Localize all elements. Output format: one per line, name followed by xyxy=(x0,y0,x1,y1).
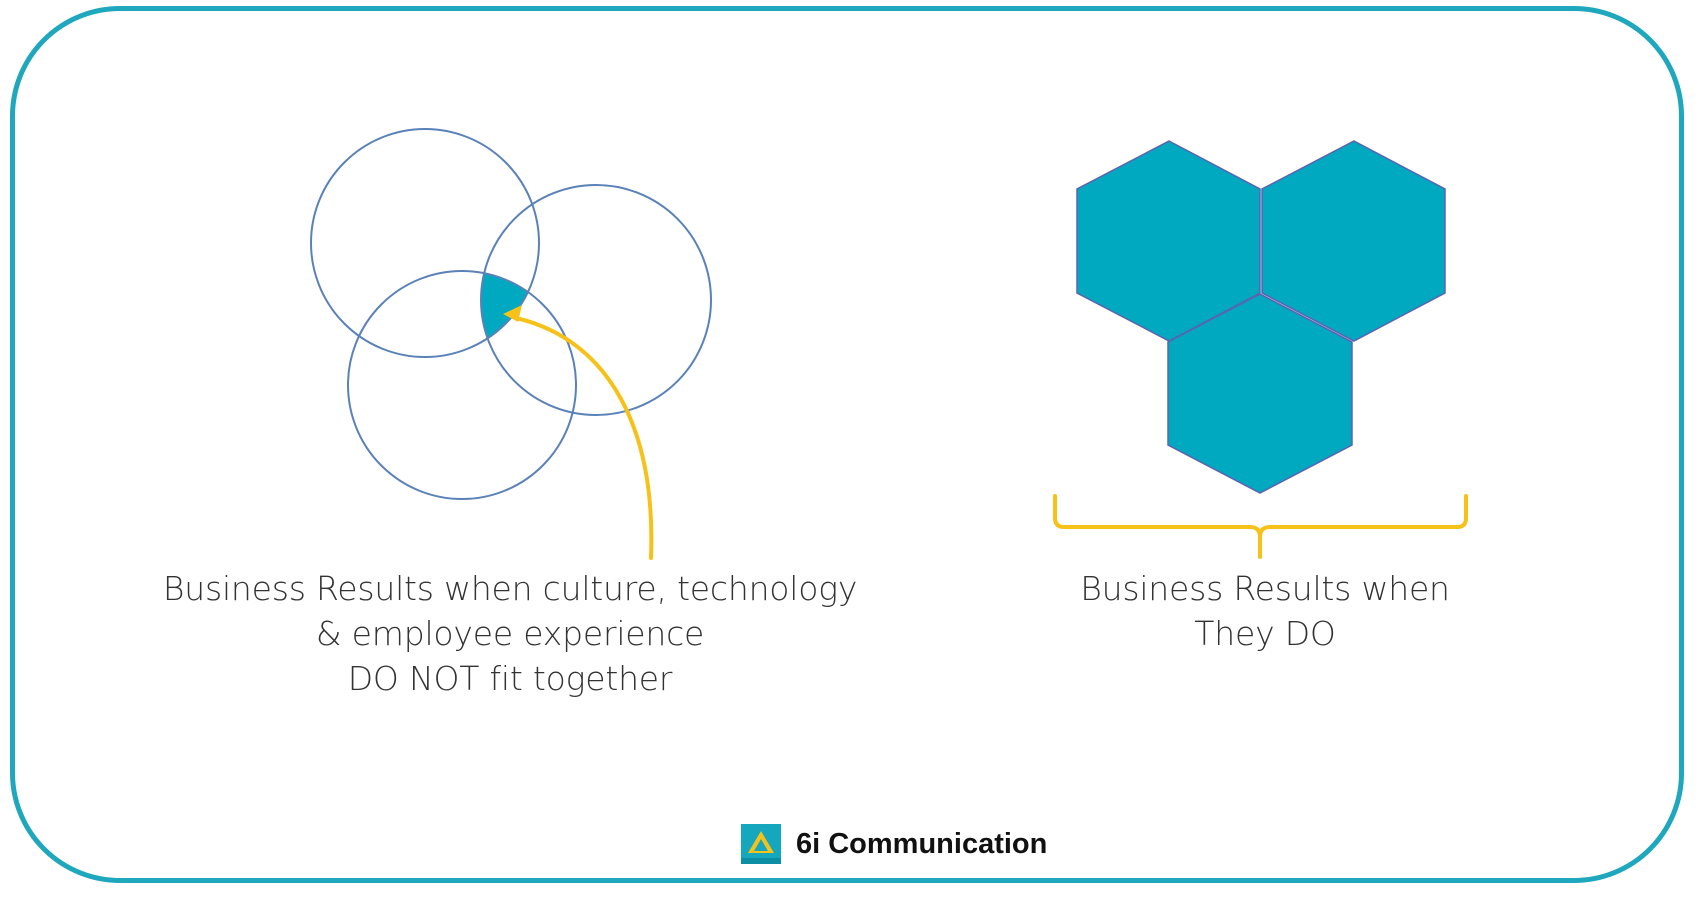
hexagon-bottom xyxy=(1167,293,1353,494)
venn-circle-right xyxy=(480,184,712,416)
caption-line: DO NOT fit together xyxy=(347,659,673,698)
pointer-arrow-head xyxy=(503,305,522,322)
brand-name: 6i Communication xyxy=(796,827,1048,860)
venn-circle-bottom xyxy=(347,270,577,500)
hexagon-top-right xyxy=(1261,140,1446,342)
rounded-frame xyxy=(10,6,1684,883)
caption-line: They DO xyxy=(1194,614,1336,653)
caption-line: & employee experience xyxy=(315,614,705,653)
caption-line: Business Results when culture, technolog… xyxy=(162,569,858,608)
overlap-clip-b xyxy=(481,271,539,357)
triangle-in-square-logo-icon xyxy=(741,824,781,864)
pointer-arrow xyxy=(503,305,654,560)
caption-not-fit: Business Results when culture, technolog… xyxy=(160,566,860,701)
curly-brace xyxy=(1053,494,1468,559)
venn-overlap-region xyxy=(481,271,539,357)
pointer-arrow-curve xyxy=(514,316,654,560)
overlap-clip-a xyxy=(481,271,539,357)
caption-line: Business Results when xyxy=(1080,569,1450,608)
caption-fit: Business Results when They DO xyxy=(1055,566,1475,656)
hexagon-cluster xyxy=(1076,140,1446,494)
brand-footer: 6i Communication xyxy=(741,824,1047,864)
venn-circle-top-left xyxy=(310,128,540,358)
